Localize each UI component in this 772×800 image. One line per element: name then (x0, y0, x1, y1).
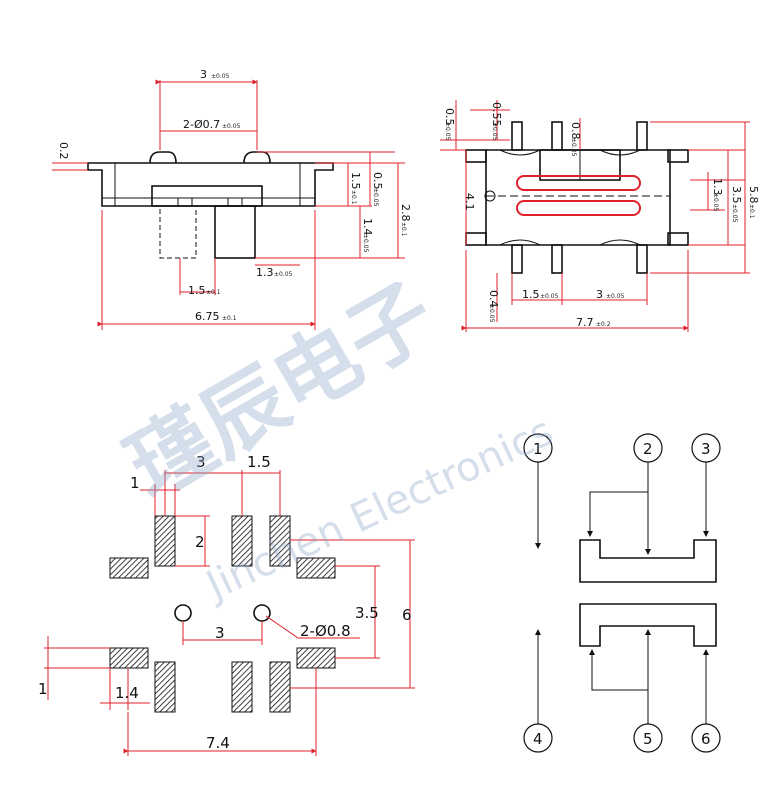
top-dim-13: 1.3 (711, 178, 724, 196)
svg-text:±0.1: ±0.1 (206, 289, 221, 296)
pcb-footprint: 3 1.5 1 2 3.5 6 3 2-Ø0.8 1 1.4 (38, 453, 415, 756)
side-dim-15v: 1.5 (349, 172, 362, 190)
svg-text:±0.05: ±0.05 (222, 123, 241, 130)
side-view: 3 ±0.05 2-Ø0.7 ±0.05 0.2 1.5 ±0.1 1.3 ±0… (52, 68, 412, 330)
fp-dim-6: 6 (402, 606, 412, 624)
pin-3: 3 (691, 433, 721, 537)
side-dim-15: 1.5 (188, 284, 206, 297)
pin-6-label: 6 (701, 730, 711, 748)
side-dim-28: 2.8 (399, 204, 412, 222)
svg-text:±0.05: ±0.05 (731, 204, 738, 223)
fp-dim-2: 2 (195, 533, 205, 551)
svg-text:±0.1: ±0.1 (748, 204, 755, 219)
pin-5: 5 (589, 629, 663, 753)
fp-dim-1-left: 1 (38, 680, 48, 698)
pin-1: 1 (523, 433, 553, 549)
svg-text:±0.05: ±0.05 (606, 293, 625, 300)
fp-dim-35: 3.5 (355, 604, 379, 622)
svg-text:±0.05: ±0.05 (372, 188, 379, 207)
pin-2-label: 2 (643, 440, 653, 458)
svg-text:±0.1: ±0.1 (350, 190, 357, 205)
svg-text:±0.05: ±0.05 (488, 304, 495, 323)
svg-text:±0.1: ±0.1 (400, 222, 407, 237)
side-dim-13: 1.3 (256, 266, 274, 279)
svg-text:±0.05: ±0.05 (274, 271, 293, 278)
side-dim-02: 0.2 (57, 142, 70, 160)
fp-dim-74: 7.4 (206, 734, 230, 752)
top-dim-35: 3.5 (730, 186, 743, 204)
side-dim-675: 6.75 (195, 310, 220, 323)
top-dim-3: 3 (596, 288, 603, 301)
svg-text:±0.05: ±0.05 (211, 73, 230, 80)
top-dim-41: 4.1 (463, 193, 476, 211)
fp-dim-3-mid: 3 (215, 624, 225, 642)
fp-dim-15-top: 1.5 (247, 453, 271, 471)
svg-text:±0.05: ±0.05 (444, 122, 451, 141)
svg-text:±0.1: ±0.1 (222, 315, 237, 322)
pin-2: 2 (587, 433, 663, 555)
svg-text:±0.05: ±0.05 (570, 138, 577, 157)
svg-text:±0.05: ±0.05 (712, 193, 719, 212)
fp-dim-3-top: 3 (196, 453, 206, 471)
side-dim-pin: 2-Ø0.7 (183, 118, 220, 131)
pin-5-label: 5 (643, 730, 653, 748)
pin-3-label: 3 (701, 440, 711, 458)
switch-schematic: 1 2 3 4 5 6 (523, 433, 721, 753)
pin-1-label: 1 (533, 440, 543, 458)
side-dim-14: 1.4 (361, 218, 374, 236)
side-dim-05: 0.5 (371, 172, 384, 190)
svg-text:±0.05: ±0.05 (362, 234, 369, 253)
top-view: 0.5 ±0.05 0.55 ±0.05 0.8 ±0.05 4.1 1.3 ±… (440, 100, 760, 332)
pin-6: 6 (691, 649, 721, 753)
fp-dim-hole: 2-Ø0.8 (300, 622, 351, 640)
svg-text:±0.2: ±0.2 (596, 321, 611, 328)
top-dim-08: 0.8 (569, 122, 582, 140)
top-dim-055: 0.55 (490, 102, 503, 127)
fp-dim-14: 1.4 (115, 684, 139, 702)
svg-text:±0.05: ±0.05 (491, 122, 498, 141)
top-dim-77: 7.7 (576, 316, 594, 329)
top-dim-05: 0.5 (443, 108, 456, 126)
side-dim-3: 3 (200, 68, 207, 81)
top-dim-58: 5.8 (747, 186, 760, 204)
top-dim-15: 1.5 (522, 288, 540, 301)
pin-4-label: 4 (533, 730, 543, 748)
svg-text:±0.05: ±0.05 (540, 293, 559, 300)
fp-dim-1-top: 1 (130, 474, 140, 492)
pin-4: 4 (523, 629, 553, 753)
top-dim-04: 0.4 (487, 290, 500, 308)
